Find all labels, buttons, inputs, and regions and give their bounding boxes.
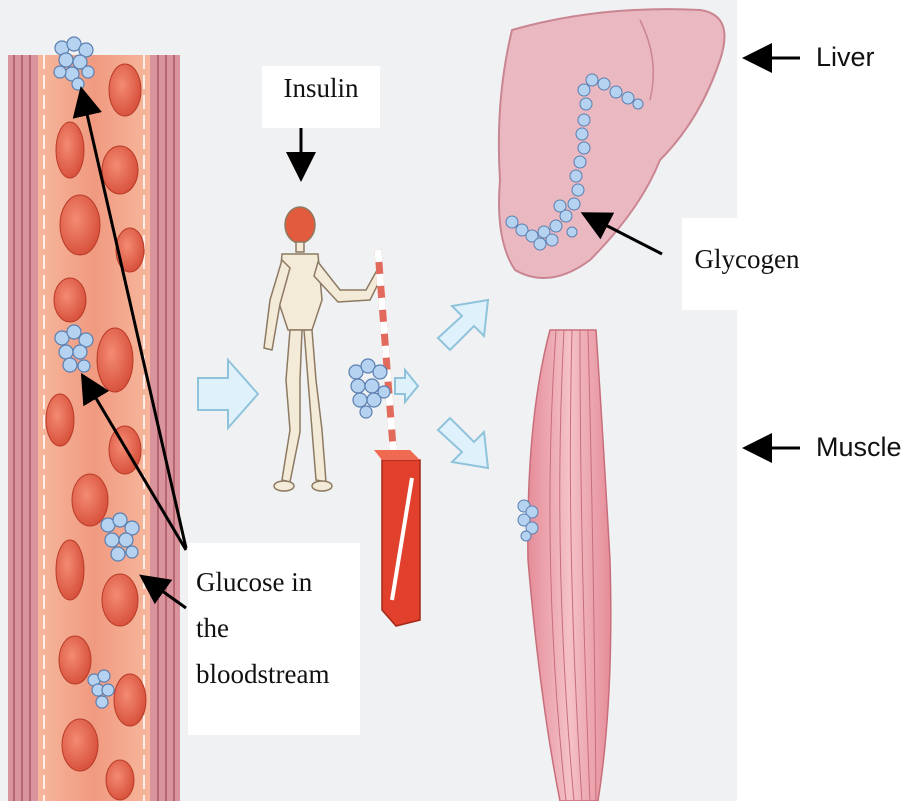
liver-label: Liver: [816, 42, 875, 73]
pointer-arrows: [82, 58, 800, 608]
flow-arrows: [198, 300, 488, 468]
muscle-label: Muscle: [816, 432, 902, 463]
glycogen-label: Glycogen: [682, 218, 812, 310]
insulin-label: Insulin: [262, 66, 380, 128]
barrier-gate-icon: [374, 250, 420, 626]
glucose-in-bloodstream-label: Glucose in the bloodstream: [188, 543, 360, 735]
glucose-label-line-3: bloodstream: [196, 651, 360, 697]
glucose-cluster-passing: [349, 359, 390, 418]
glucose-label-line-1: Glucose in: [196, 559, 360, 605]
muscle-organ: [528, 330, 611, 801]
glucose-label-line-2: the: [196, 605, 360, 651]
insulin-figure-icon: [264, 207, 382, 491]
